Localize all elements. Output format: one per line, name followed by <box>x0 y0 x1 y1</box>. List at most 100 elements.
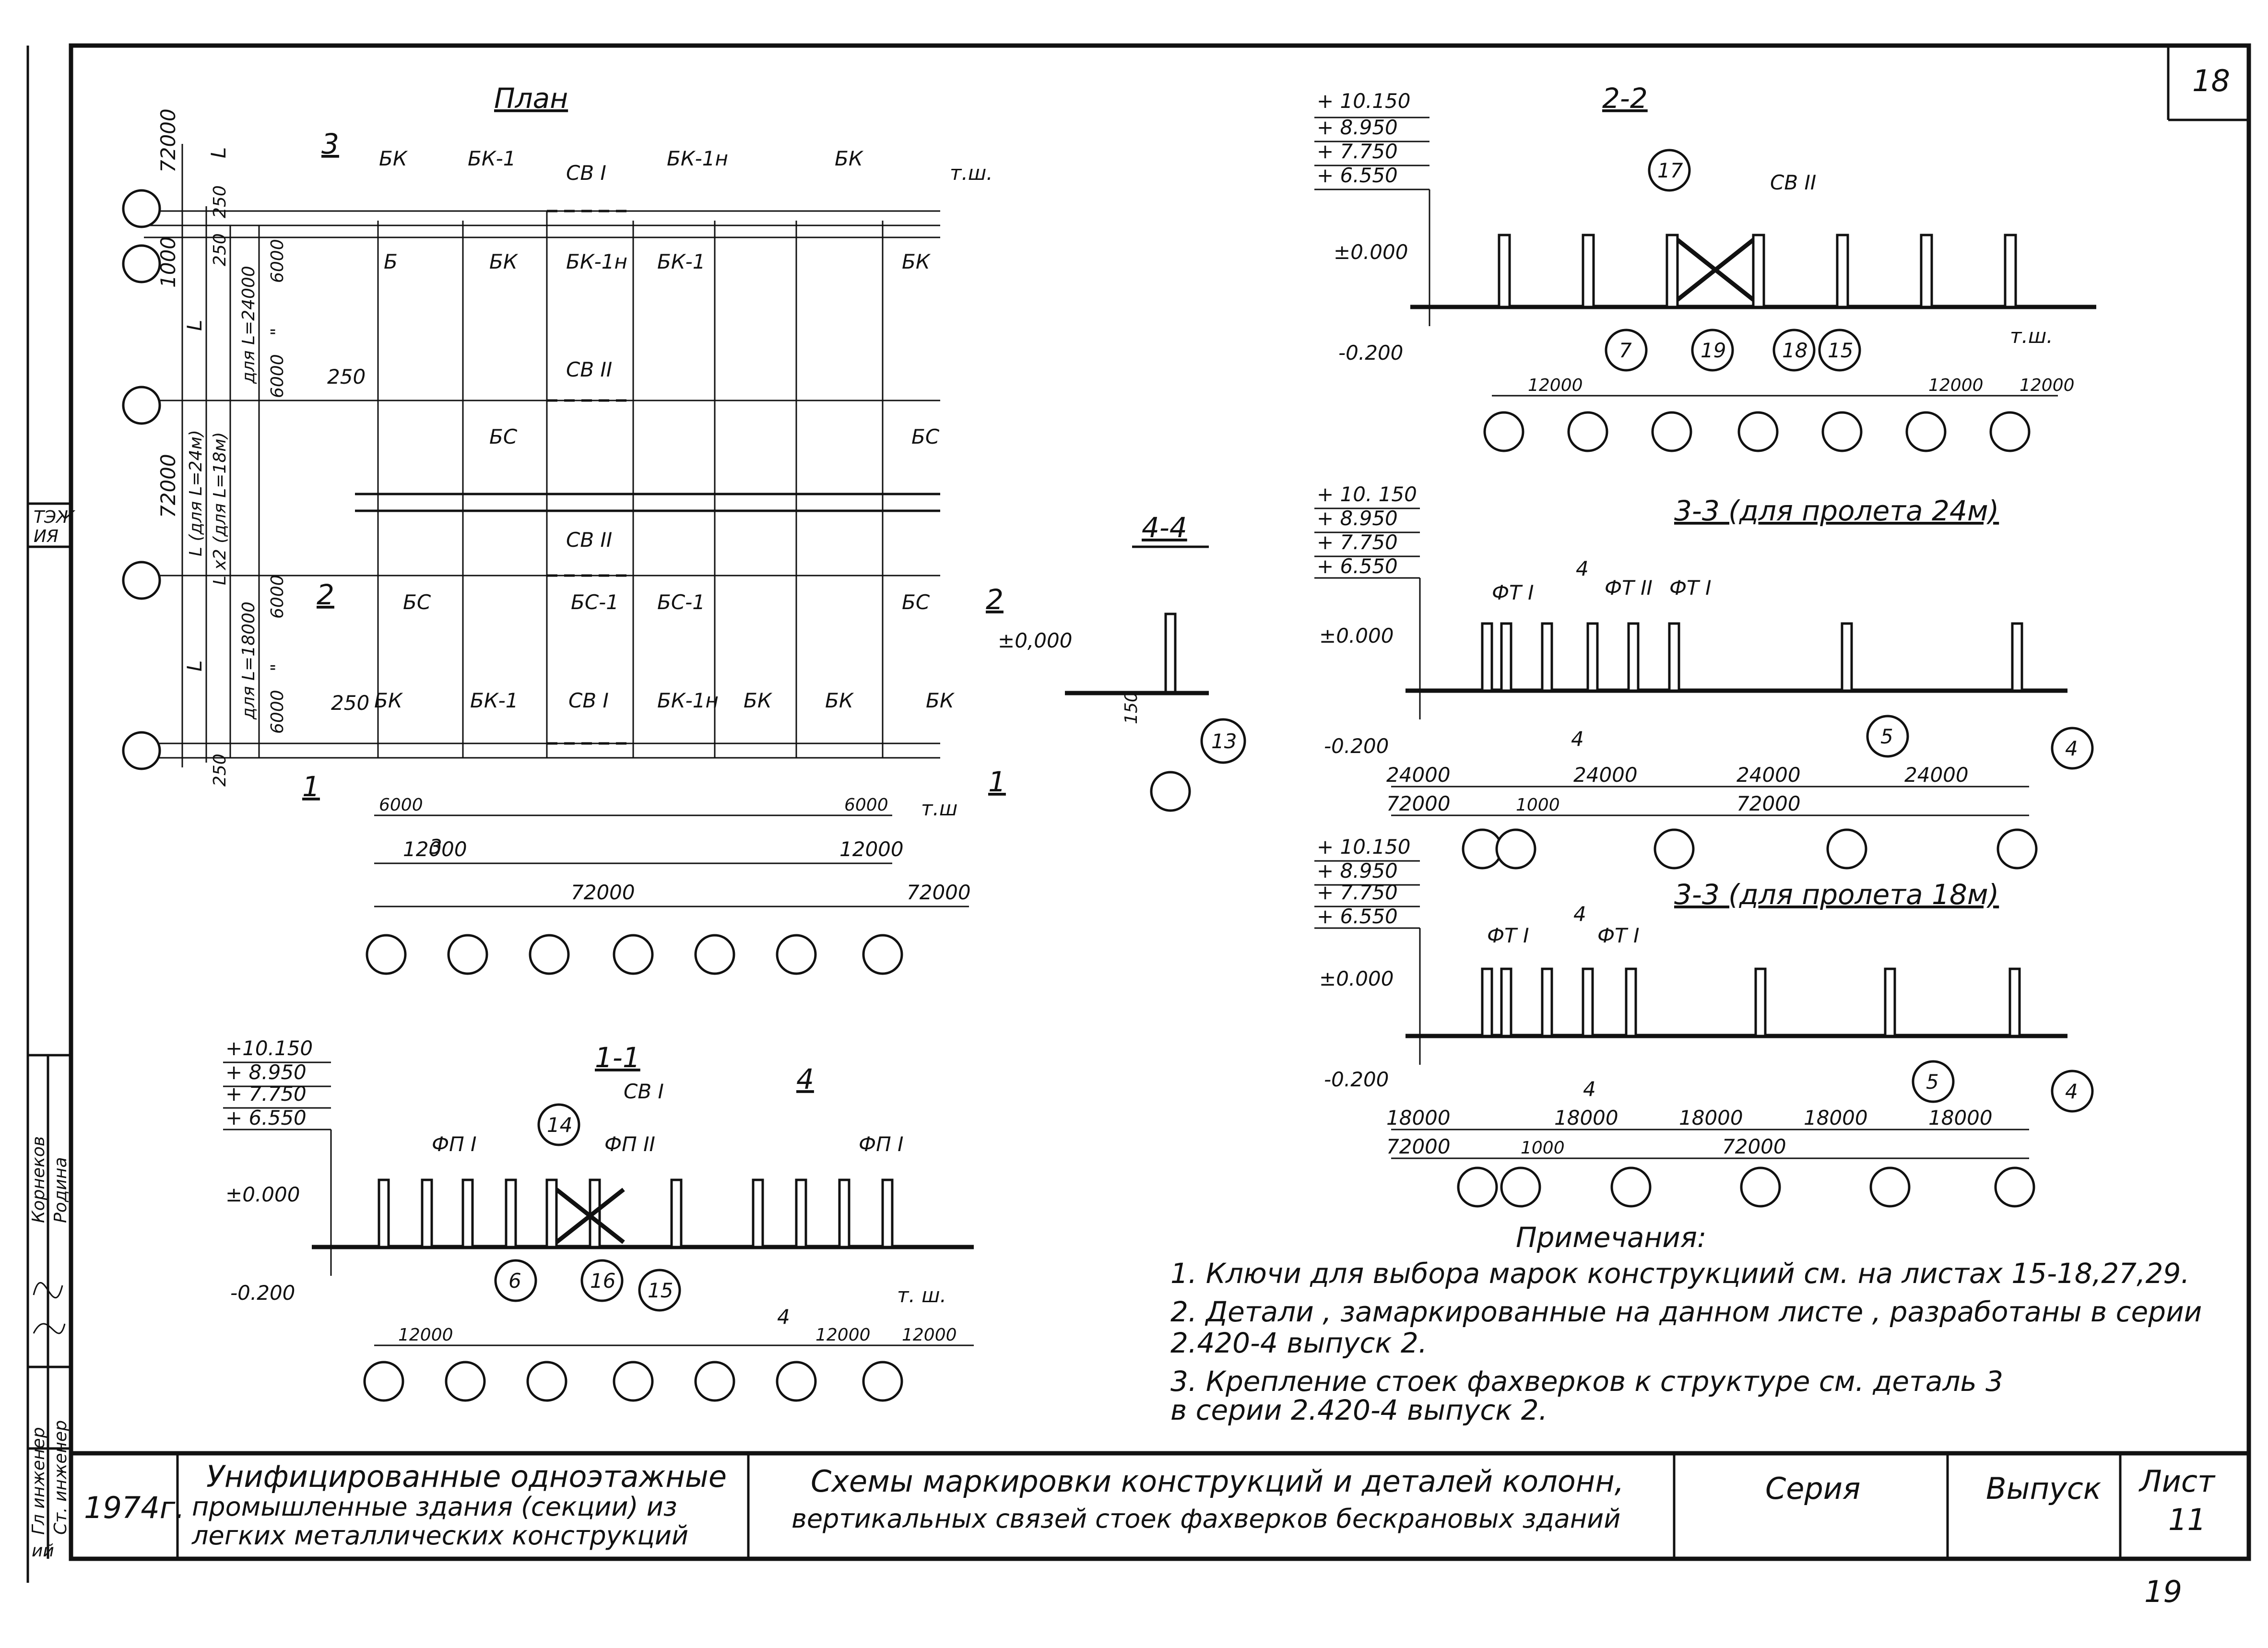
sec22-callout-18: 18 <box>1782 339 1807 362</box>
mark-bs1-row4b: БС-1 <box>657 590 705 614</box>
mark-bk1-bottom: БК-1 <box>470 689 519 712</box>
cut-2-right: 2 <box>986 583 1004 616</box>
sheet-number: 18 <box>2192 63 2230 98</box>
sec33a-axes <box>1462 828 2038 870</box>
plan-title: План <box>494 82 568 115</box>
plan-dim-6000a: 6000 <box>268 239 287 283</box>
note-1: 1. Ключи для выбора марок конструкциий с… <box>1170 1257 2190 1290</box>
mark-sv2-mid: СВ II <box>566 358 612 381</box>
mark-sv1-top: СВ I <box>566 161 606 185</box>
note-2: 2. Детали , замаркированные на данном ли… <box>1170 1295 2202 1328</box>
sec33b-cut4-top: 4 <box>1573 902 1586 926</box>
sec33b-dim-72000-b: 72000 <box>1722 1135 1786 1158</box>
callout-circle <box>638 1269 681 1312</box>
issue-label: Выпуск <box>1986 1471 2102 1506</box>
section-3-3-18m: 3-3 (для пролета 18м) + 10.150 + 8.950 +… <box>1314 835 2094 1208</box>
note-3-cont: в серии 2.420-4 выпуск 2. <box>1170 1394 1547 1426</box>
notes-heading: Примечания: <box>1516 1221 1706 1254</box>
sec11-callout-15: 15 <box>648 1279 673 1302</box>
dim-6000-left: 6000 <box>379 795 423 815</box>
callout-circle <box>1912 1060 1955 1103</box>
mark-bk-right: БК <box>835 147 864 170</box>
project-line-1: Унифицированные одноэтажные <box>206 1459 727 1494</box>
sec11-sv1: СВ I <box>624 1080 664 1103</box>
plan-view: План <box>122 82 1006 975</box>
sec11-columns <box>378 1178 894 1248</box>
plan-axis-circle <box>122 244 161 283</box>
sec33b-dim-72000: 72000 <box>1386 1135 1451 1158</box>
sheet-frame: 18 19 <box>26 43 2251 1609</box>
mark-bk-bottom-3: БК <box>825 689 854 712</box>
sec11-dim-7: 12000 <box>902 1325 957 1345</box>
sec22-columns <box>1498 234 2017 308</box>
sec33a-minus: -0.200 <box>1324 734 1389 758</box>
series-label: Серия <box>1765 1471 1860 1506</box>
sec33b-axes <box>1457 1166 2035 1208</box>
cut-3-bottom: 3 <box>429 835 442 859</box>
stamp-iy: ий <box>32 1541 54 1561</box>
mark-bk1: БК-1 <box>468 147 516 170</box>
sec11-level-1: +10.150 <box>225 1036 313 1060</box>
sec44-title: 4-4 <box>1142 511 1187 544</box>
dim-72000-plan: 72000 <box>571 881 635 904</box>
sec33b-zero: ±0.000 <box>1319 967 1394 990</box>
plan-axis-circle <box>122 189 161 228</box>
stamp-tzh: ТЭЖ <box>34 507 76 527</box>
callout-circle <box>2051 1070 2094 1113</box>
drawing-title-line-2: вертикальных связей стоек фахверков беск… <box>791 1504 1620 1534</box>
sec11-level-2: + 8.950 <box>225 1060 307 1084</box>
mark-bk1n: БК-1н <box>667 147 728 170</box>
sec33a-dim-1000: 1000 <box>1516 795 1560 815</box>
mark-bk-bottom-2: БК <box>744 689 773 712</box>
plan-bottom-axes <box>366 934 903 975</box>
plan-axis-circle <box>122 386 161 425</box>
sec33a-ft1: ФТ I <box>1492 581 1534 604</box>
sec33a-dim-24000-d: 24000 <box>1904 763 1969 787</box>
plan-dim-72000-top: 72000 <box>156 108 180 173</box>
sec33b-callout-5: 5 <box>1926 1070 1939 1094</box>
sec33a-dim-24000-a: 24000 <box>1386 763 1451 787</box>
mark-bs-row4: БС <box>403 590 431 614</box>
sec33a-level-3: + 7.750 <box>1317 530 1398 554</box>
sec22-axes <box>1483 411 2031 452</box>
sec33b-callout-4: 4 <box>2065 1080 2078 1103</box>
sec11-title: 1-1 <box>595 1041 640 1074</box>
sheet-value: 11 <box>2168 1502 2206 1537</box>
sec11-axes <box>363 1361 903 1402</box>
plan-grid-lines <box>144 210 940 759</box>
mark-bk-row2: БК <box>489 250 519 273</box>
sec33a-dim-72000-b: 72000 <box>1736 792 1801 815</box>
plan-dim-250b: 250 <box>210 233 230 266</box>
mark-bs1-row4: БС-1 <box>571 590 619 614</box>
sec33b-dim-18000-b: 18000 <box>1554 1106 1618 1130</box>
sec22-callout-19: 19 <box>1701 339 1726 362</box>
plan-dim-for-24000: для L=24000 <box>239 266 259 384</box>
sec33a-level-4: + 6.550 <box>1317 554 1398 578</box>
sec33b-dim-1000: 1000 <box>1521 1138 1565 1158</box>
drawing-title-line-1: Схемы маркировки конструкций и деталей к… <box>811 1464 1624 1499</box>
sec22-minus: -0.200 <box>1338 341 1403 365</box>
mark-bk-row2-right: БК <box>902 250 931 273</box>
sec33b-dim-18000-a: 18000 <box>1386 1106 1451 1130</box>
sec33a-level-2: + 8.950 <box>1317 506 1398 530</box>
sec22-callout-7: 7 <box>1619 339 1632 362</box>
sec11-cut4-bottom: 4 <box>777 1305 790 1329</box>
section-4-4: 4-4 ±0,000 150 13 <box>998 511 1246 812</box>
plan-axis-circle <box>122 561 161 600</box>
sec11-cut4-top: 4 <box>796 1063 814 1095</box>
stamp-st-engineer: Ст. инженер <box>51 1420 71 1535</box>
sec11-level-3: + 7.750 <box>225 1082 307 1106</box>
mark-bs-row4-right: БС <box>902 590 930 614</box>
sec11-ts: т. ш. <box>897 1283 946 1307</box>
page-number-bottom: 19 <box>2144 1574 2182 1609</box>
sec11-level-4: + 6.550 <box>225 1106 307 1130</box>
plan-dim-L-18: L x2 (для L=18м) <box>210 432 230 585</box>
sec33b-levels: + 10.150 + 8.950 + 7.750 + 6.550 <box>1314 835 1420 929</box>
sec22-level-1: + 10.150 <box>1317 89 1411 113</box>
sec11-dim-6: 12000 <box>815 1325 871 1345</box>
section-2-2: 2-2 + 10.150 + 8.950 + 7.750 + 6.550 ±0.… <box>1314 82 2096 452</box>
dim-72000-plan-right: 72000 <box>907 881 971 904</box>
sec44-dim: 150 <box>1122 691 1141 724</box>
